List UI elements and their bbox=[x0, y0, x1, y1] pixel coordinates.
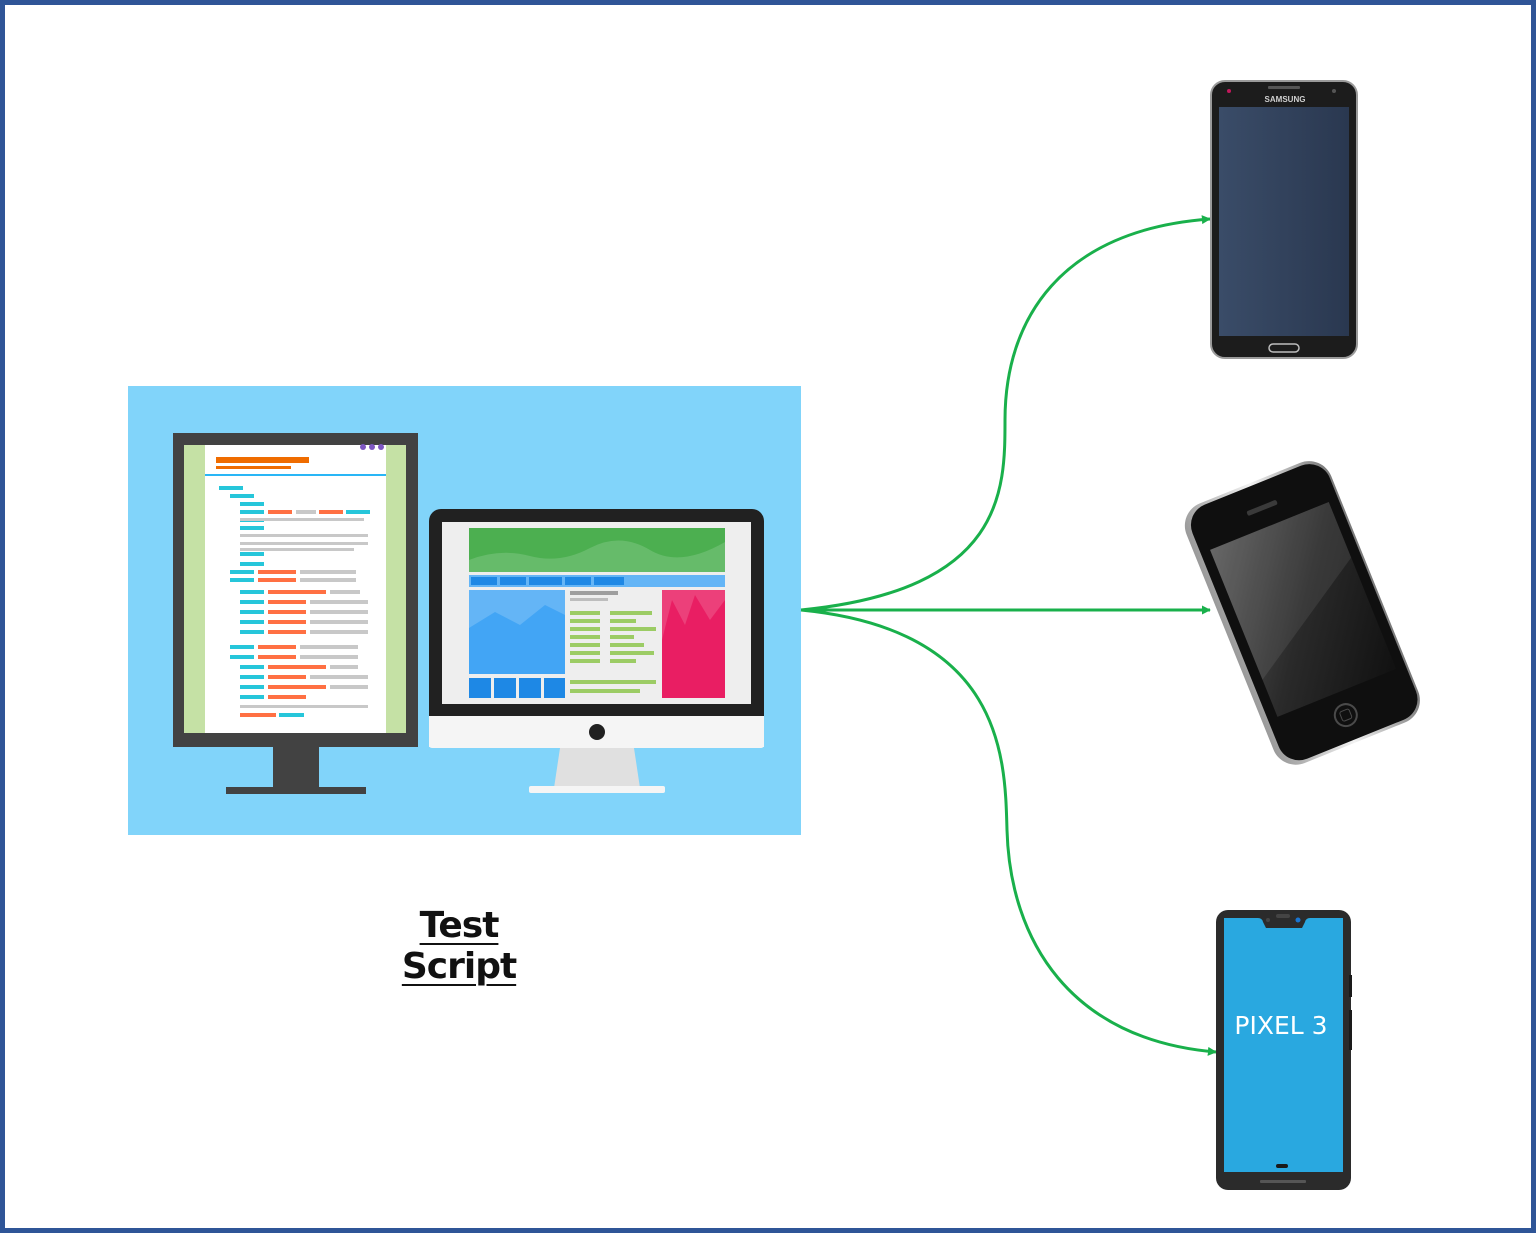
test-script-illustration bbox=[128, 386, 801, 835]
pixel-phone-icon: PIXEL 3 bbox=[1216, 910, 1352, 1190]
pixel-screen-label: PIXEL 3 bbox=[1234, 1011, 1327, 1040]
samsung-brand-label: SAMSUNG bbox=[1265, 95, 1306, 104]
arrow-to-samsung bbox=[800, 215, 1211, 612]
arrow-to-pixel bbox=[800, 608, 1217, 1056]
desktop-monitor-icon bbox=[429, 509, 764, 793]
test-script-caption: Test Script bbox=[401, 905, 517, 987]
code-editor-monitor-icon bbox=[173, 433, 418, 794]
device-arrows bbox=[800, 215, 1217, 1056]
samsung-phone-icon: SAMSUNG bbox=[1210, 80, 1358, 359]
iphone-icon bbox=[1184, 461, 1420, 765]
